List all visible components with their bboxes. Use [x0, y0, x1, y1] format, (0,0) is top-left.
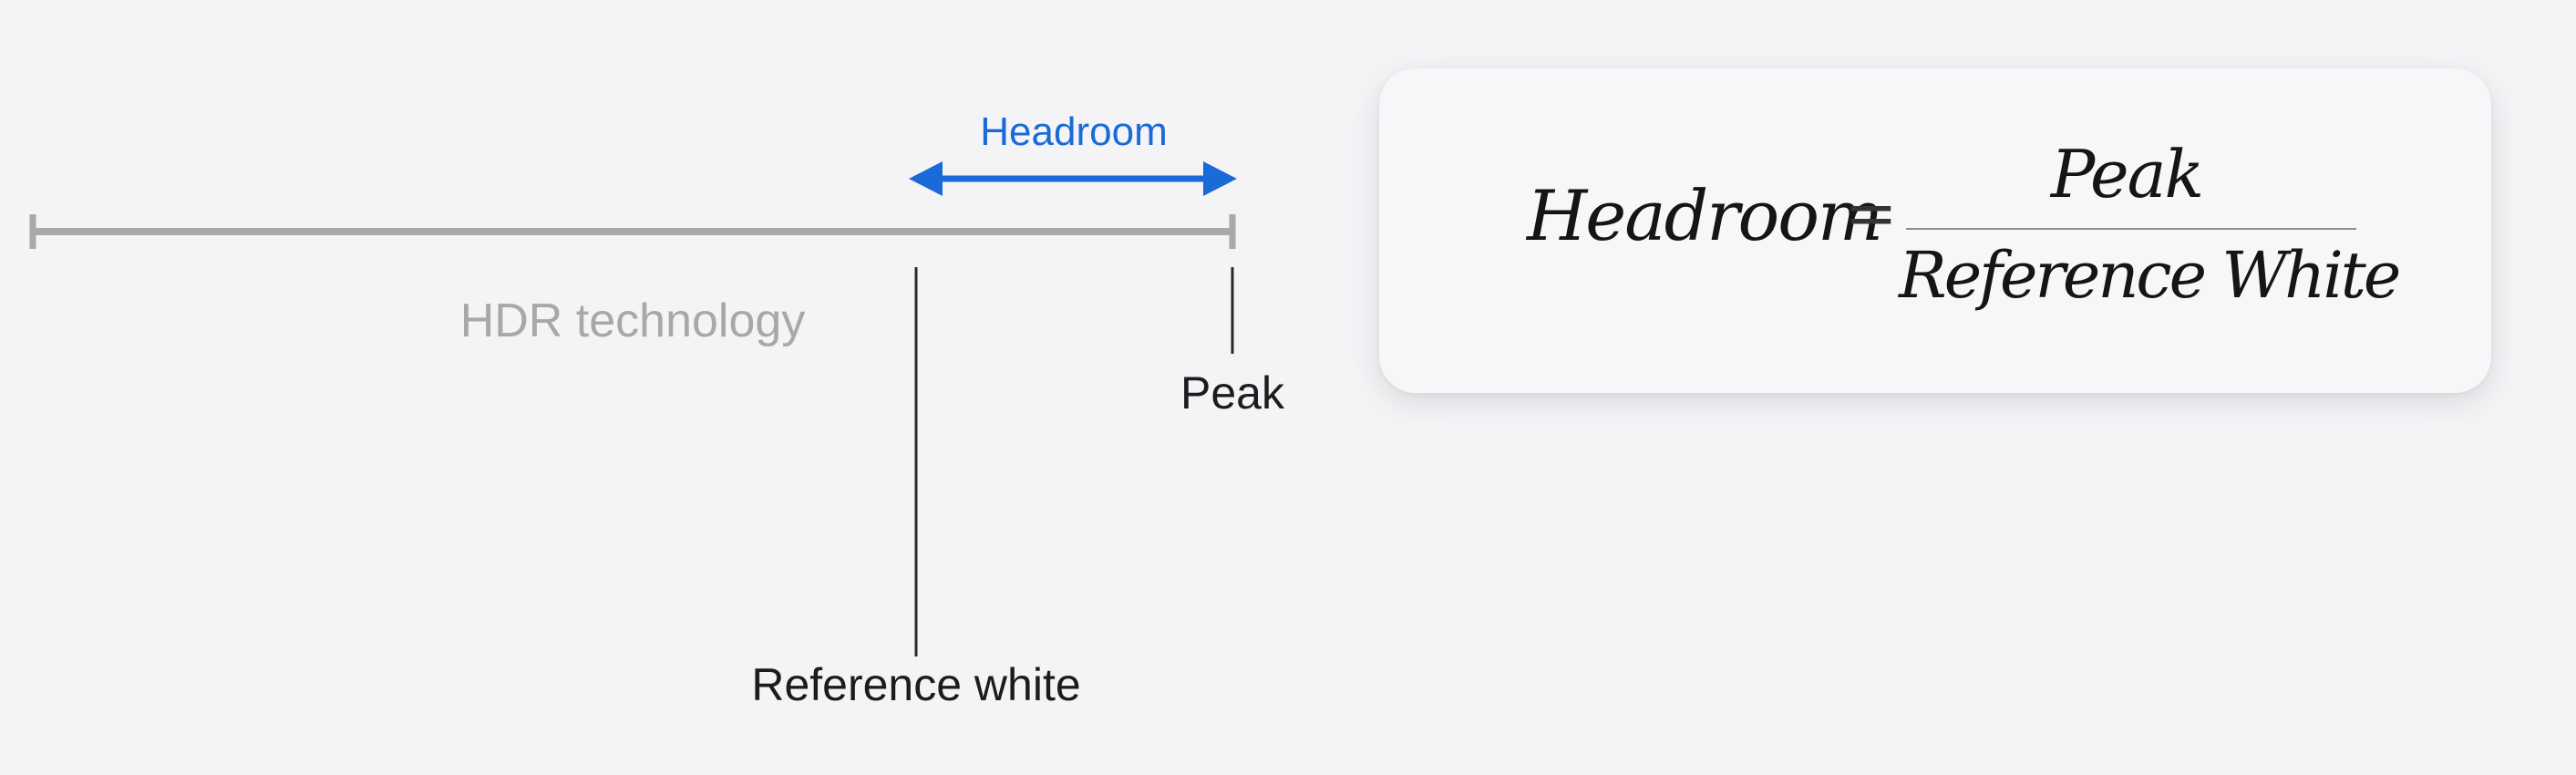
peak-label: Peak — [1180, 367, 1285, 418]
formula-denominator: Reference White — [1899, 238, 2401, 313]
fraction-bar — [1906, 228, 2356, 230]
hdr-scale — [29, 214, 1236, 249]
formula-equals: = — [1844, 176, 1898, 251]
reference-white-label: Reference white — [751, 659, 1080, 710]
headroom-arrow-left-head — [909, 161, 943, 196]
headroom-label: Headroom — [980, 109, 1167, 154]
headroom-formula: Headroom = Peak Reference White — [1379, 68, 2491, 393]
formula-lhs: Headroom — [1527, 175, 1883, 256]
formula-card: Headroom = Peak Reference White — [1379, 68, 2491, 393]
hdr-technology-label: HDR technology — [460, 294, 806, 347]
headroom-arrow-right-head — [1203, 161, 1237, 196]
formula-numerator: Peak — [2050, 136, 2204, 212]
headroom-arrow — [909, 161, 1237, 196]
